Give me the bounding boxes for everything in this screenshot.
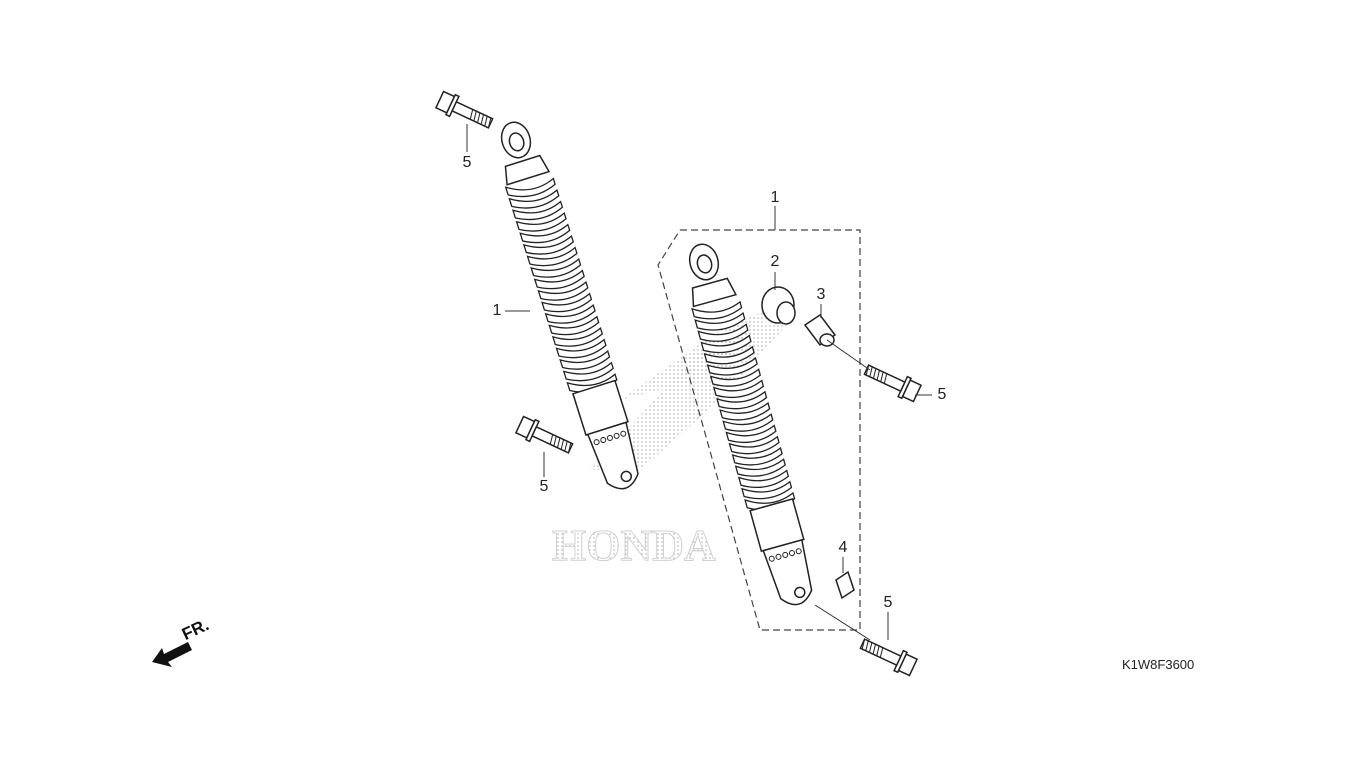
callout-5: 5 [883, 594, 893, 611]
nut-4 [835, 570, 855, 600]
rear-shock-absorber-left [500, 121, 639, 490]
leader-lines [466, 124, 932, 641]
flange-bolt-5 [434, 90, 494, 129]
diagram-code: K1W8F3600 [1122, 657, 1195, 672]
svg-text:HONDA: HONDA [552, 521, 716, 570]
callout-5: 5 [539, 478, 549, 495]
callout-1: 1 [770, 189, 780, 206]
collar-3 [803, 313, 837, 347]
callout-3: 3 [816, 286, 826, 303]
flange-bolt-5 [863, 364, 923, 403]
callout-2: 2 [770, 253, 780, 270]
flange-bolt-5 [514, 415, 574, 454]
callout-4: 4 [838, 539, 848, 556]
front-direction-arrow-icon [152, 642, 192, 667]
callout-5: 5 [462, 154, 472, 171]
rear-shock-absorber-right [688, 243, 813, 606]
bushing-2 [761, 286, 796, 325]
callout-1: 1 [492, 302, 502, 319]
flange-bolt-5 [859, 638, 919, 677]
callout-5: 5 [937, 386, 947, 403]
assembly-group-outline [657, 229, 861, 631]
